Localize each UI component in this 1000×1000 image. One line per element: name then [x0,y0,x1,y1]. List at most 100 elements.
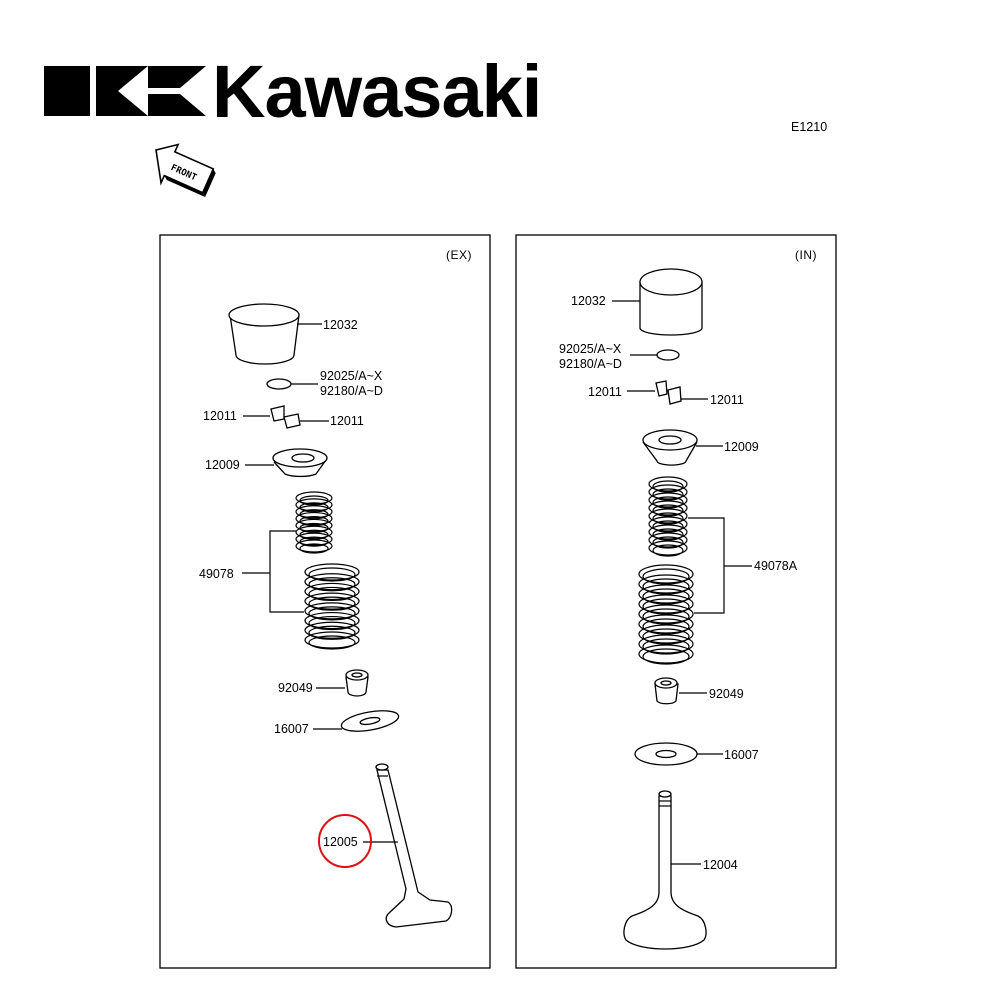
label-cotter-left: 12011 [588,385,622,399]
spring-seat-part[interactable] [340,707,400,735]
spring-coil [295,505,333,519]
spring-coil-inner [308,567,356,582]
spring-coil [648,540,688,556]
spring-coil-inner [652,544,684,557]
spring-coil [648,476,688,492]
spring-coil-inner [652,504,684,517]
spring-coil [304,582,360,601]
panel-in-frame [515,234,837,969]
front-arrow-icon: FRONT [155,143,216,198]
spring-coil-inner [652,480,684,493]
label-seat: 16007 [724,748,759,762]
spring-coil-inner [308,615,356,631]
retainer-part[interactable] [272,448,328,478]
spring-coil [304,631,360,649]
label-shim-b: 92180/A~D [320,384,383,398]
panel-ex-frame [159,234,491,969]
panel-ex: (EX) 12032 92025/A~X 92180/A~D 12011 120… [159,234,491,969]
spring-coil-inner [642,638,690,655]
spring-coil-inner [308,606,356,621]
shim-part[interactable] [266,378,292,390]
spring-coil [638,614,694,634]
label-spring: 49078A [754,559,798,573]
valve-seal-part[interactable] [345,669,369,697]
spring-coil-inner [308,635,356,650]
spring-coil [648,516,688,532]
spring-coil-inner [642,608,690,625]
panel-ex-title: (EX) [446,248,472,262]
spring-coil [638,604,694,624]
spring-coil-inner [642,588,690,605]
spring-coil-inner [652,512,684,525]
spring-coil [648,524,688,540]
spring-coil-inner [299,543,329,554]
exhaust-valve-part[interactable] [375,763,453,928]
spring-coil-inner [652,488,684,501]
intake-valve-part[interactable] [623,790,707,950]
tappet-part[interactable] [228,303,300,365]
spring-coil-inner [308,586,356,602]
spring-coil-inner [308,625,356,640]
label-shim-a: 92025/A~X [559,342,622,356]
spring-coil-inner [642,598,690,615]
spring-coil [638,584,694,604]
brand-wordmark: Kawasaki [212,50,541,133]
label-seat: 16007 [274,722,309,736]
panel-in: (IN) 12032 92025/A~X 92180/A~D 12011 120… [515,234,837,969]
highlight-ring [318,814,372,868]
spring-coil [304,573,360,591]
spring-coil [295,532,333,546]
spring-coil-inner [652,520,684,533]
spring-coil [295,511,333,526]
spring-coil [638,634,694,654]
spring-coil-inner [642,578,690,595]
label-seal: 92049 [709,687,744,701]
cotter-part[interactable] [655,380,682,405]
spring-coil-inner [652,528,684,541]
spring-coil-inner [308,596,356,611]
spring-coil [638,624,694,644]
label-valve: 12004 [703,858,738,872]
spring-coil [638,594,694,614]
spring-coil-inner [642,618,690,635]
spring-coil-inner [642,648,690,665]
spring-coil [648,484,688,500]
spring-coil-inner [652,496,684,509]
spring-coil [304,602,360,620]
kawasaki-logo: Kawasaki [44,50,542,133]
spring-coil [295,498,333,512]
spring-coil [295,518,333,533]
label-tappet: 12032 [323,318,358,332]
spring-seat-part[interactable] [634,742,698,766]
label-shim-a: 92025/A~X [320,369,383,383]
spring-coil-inner [642,628,690,645]
label-cotter-left: 12011 [203,409,237,423]
valve-seal-part[interactable] [654,677,679,705]
spring-coil [295,539,333,553]
label-cotter-right: 12011 [710,393,744,407]
label-valve: 12005 [323,835,358,849]
label-tappet: 12032 [571,294,606,308]
spring-coil [304,592,360,610]
spring-coil [295,491,333,505]
label-retainer: 12009 [205,458,240,472]
spring-coil [304,621,360,639]
spring-coil-inner [652,536,684,549]
valve-spring-part[interactable] [638,476,694,665]
label-cotter-right: 12011 [330,414,364,428]
spring-coil [295,525,333,539]
k-emblem-icon [44,66,206,116]
spring-coil [648,532,688,548]
label-retainer: 12009 [724,440,759,454]
tappet-part[interactable] [639,268,703,336]
spring-coil [638,564,694,584]
cotter-part[interactable] [270,405,301,429]
retainer-part[interactable] [642,429,698,466]
valve-spring-part[interactable] [295,491,360,650]
spring-coil [648,492,688,508]
spring-coil [304,611,360,630]
spring-coil [648,508,688,524]
shim-part[interactable] [656,349,680,361]
spring-coil [648,500,688,516]
